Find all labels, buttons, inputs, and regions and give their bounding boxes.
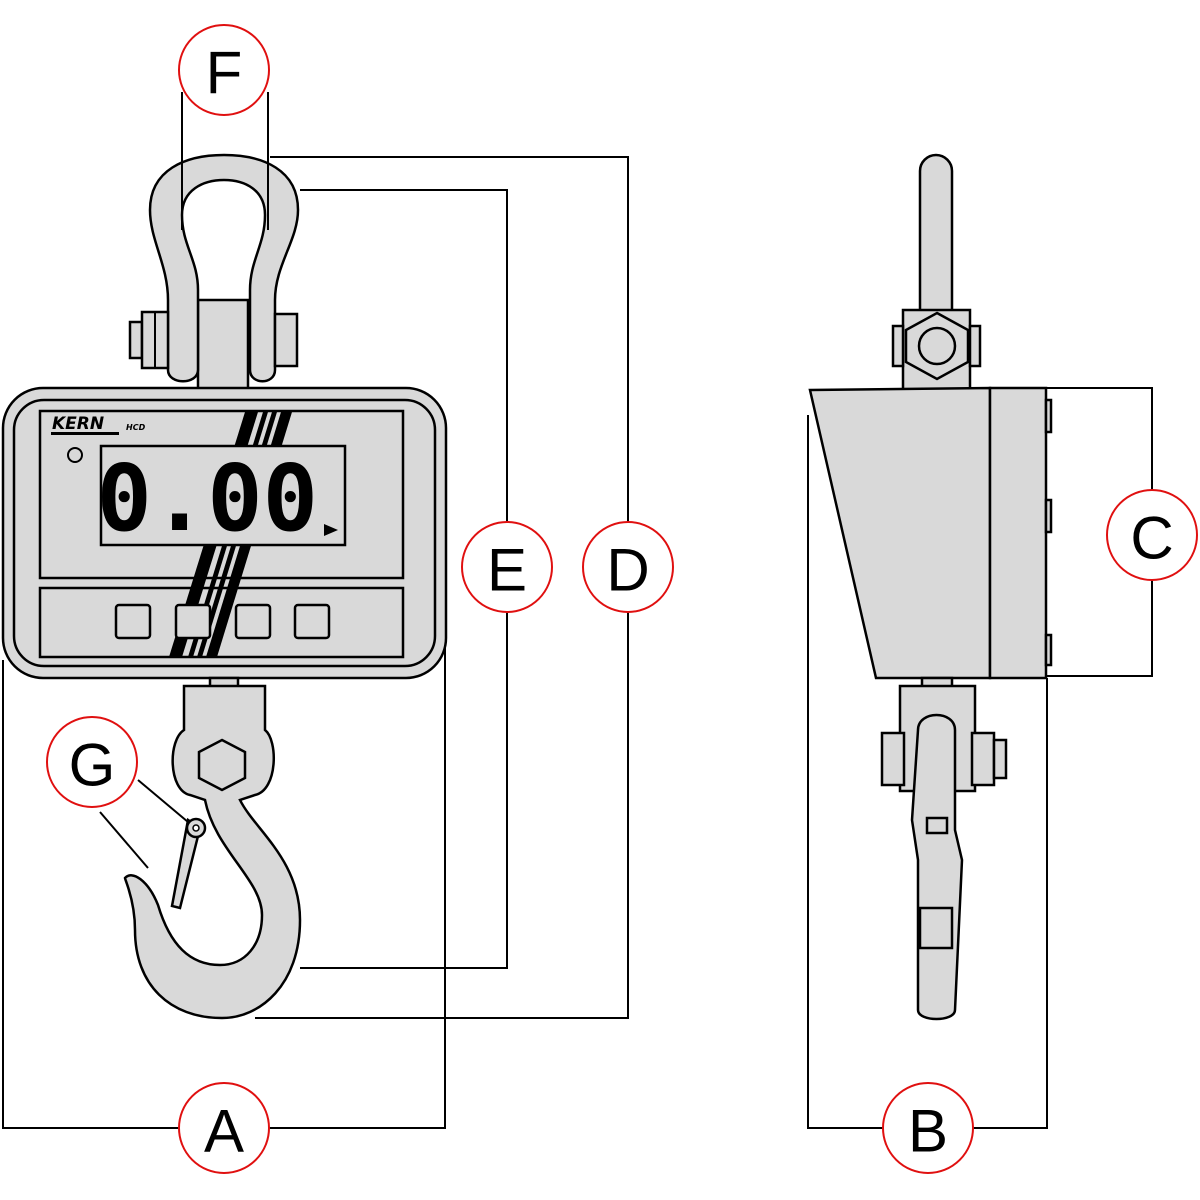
key-button-1[interactable]: [114, 603, 152, 640]
key-button-2[interactable]: [174, 603, 212, 640]
svg-text:E: E: [487, 537, 527, 604]
svg-text:B: B: [908, 1098, 948, 1165]
callout-g: G: [46, 716, 138, 808]
callout-f: F: [178, 24, 270, 116]
shackle: [128, 153, 300, 394]
unit-arrow-icon: [324, 524, 338, 536]
scale-housing: 0.00 KERN HCD: [1, 386, 448, 680]
callout-d: D: [582, 521, 674, 613]
dimension-lines: [2, 92, 1153, 1129]
key-button-3[interactable]: [234, 603, 272, 640]
display-value: 0.00: [96, 445, 318, 552]
callout-a: A: [178, 1082, 270, 1174]
lcd-display: [99, 444, 347, 547]
svg-text:C: C: [1130, 505, 1173, 572]
svg-text:G: G: [69, 732, 116, 799]
brand-logo: KERN: [52, 414, 104, 434]
indicator-led: [67, 447, 83, 463]
front-view: 0.00 KERN HCD: [1, 153, 448, 1020]
callout-c: C: [1106, 489, 1198, 581]
callout-b: B: [882, 1082, 974, 1174]
svg-text:A: A: [204, 1098, 244, 1165]
svg-text:F: F: [206, 40, 243, 107]
hook: [123, 676, 302, 1020]
model-logo: HCD: [126, 423, 146, 432]
callout-e: E: [461, 521, 553, 613]
side-view: [808, 153, 1053, 1021]
key-button-4[interactable]: [293, 603, 331, 640]
svg-text:D: D: [606, 537, 649, 604]
